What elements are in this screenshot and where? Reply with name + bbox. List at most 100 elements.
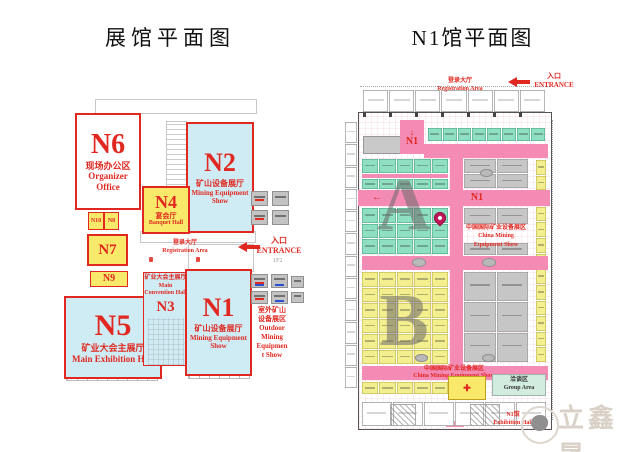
booth-cell <box>345 366 357 388</box>
first-aid-cross-icon: ✚ <box>463 382 471 393</box>
booth-cell <box>536 160 546 175</box>
right-plan-title: N1馆平面图 <box>411 26 534 50</box>
outdoor-booth-block <box>251 210 268 225</box>
booth-cell <box>493 90 519 112</box>
booth-cell <box>487 128 501 141</box>
aisle-hall-id: N1 <box>470 192 484 203</box>
booth-cell <box>379 159 396 173</box>
booth-zone <box>428 128 545 141</box>
hall-n1-id: N1 <box>202 293 235 323</box>
booth-cell <box>536 269 546 284</box>
booth-cell <box>414 334 431 349</box>
hall-n2-name-cn: 矿山设备展厅 <box>196 179 244 189</box>
booth-zone <box>362 402 546 426</box>
booth-zone <box>362 159 448 173</box>
booth-cell <box>362 334 379 349</box>
outdoor-booth-block <box>272 210 289 225</box>
booth-cell <box>414 223 431 239</box>
booth-cell <box>431 318 448 333</box>
booth-cell <box>345 233 357 255</box>
aisle-note: 中国国际矿业设备展区 China Mining Equipment Show <box>413 366 495 379</box>
hall-n6-name-en: Organizer Office <box>88 171 128 192</box>
booth-cell <box>396 179 414 189</box>
table-oval <box>482 258 496 267</box>
outdoor-booth-block <box>251 191 268 206</box>
booth-cell <box>496 174 528 188</box>
booth-cell <box>536 347 546 362</box>
booth-cell <box>379 349 396 364</box>
booth-cell <box>496 208 528 224</box>
booth-cell <box>431 382 448 394</box>
registration-label: 登录大厅 Registration Area <box>437 78 483 92</box>
booth-cell <box>464 243 496 255</box>
booth-cell <box>379 382 396 394</box>
area-code-label: 1F2 <box>273 258 283 264</box>
booth-cell <box>362 179 379 189</box>
booth-zone <box>345 122 357 388</box>
outdoor-booth-block <box>251 291 268 304</box>
booth-cell <box>414 318 431 333</box>
hall-n4: N4 宴会厅 Banquet Hall <box>142 186 190 234</box>
booth-cell <box>396 334 414 349</box>
hall-entry-marker: ↓ N1 <box>400 120 424 154</box>
booth-cell <box>362 272 379 287</box>
booth-cell <box>496 302 528 332</box>
booth-cell <box>396 318 414 333</box>
corridor-sketch <box>95 99 257 114</box>
hall-n5-id: N5 <box>94 309 132 343</box>
booth-cell <box>362 239 379 254</box>
booth-cell <box>464 208 496 224</box>
entrance-label: 入口 ENTRANCE <box>256 236 302 255</box>
booth-cell <box>362 287 379 302</box>
booth-zone <box>362 382 448 394</box>
booth-cell <box>396 287 414 302</box>
booth-cell <box>362 208 379 223</box>
booth-cell <box>485 402 516 426</box>
booth-cell <box>345 277 357 299</box>
stair-mark-icon <box>149 257 153 262</box>
booth-cell <box>396 159 414 173</box>
left-plan-title: 展馆平面图 <box>105 26 235 50</box>
booth-cell <box>536 222 546 238</box>
booth-cell <box>414 287 431 302</box>
center-note: 中国国际矿业设备展区 China Mining Equipment Show <box>465 225 526 248</box>
entrance-arrow-icon <box>508 77 530 87</box>
hall-n9: N9 <box>90 271 128 287</box>
booth-cell <box>431 179 448 189</box>
booth-cell <box>345 144 357 166</box>
booth-cell <box>396 303 414 318</box>
hall-n9-id: N9 <box>102 273 116 284</box>
outdoor-booth-block <box>271 291 288 304</box>
booth-cell <box>496 332 528 362</box>
booth-zone <box>536 160 546 362</box>
booth-cell <box>379 179 396 189</box>
booth-cell <box>423 402 454 426</box>
booth-cell <box>396 239 414 254</box>
booth-cell <box>414 239 431 254</box>
booth-cell <box>345 255 357 277</box>
booth-cell <box>345 344 357 366</box>
booth-cell <box>414 382 431 394</box>
booth-cell <box>345 166 357 188</box>
hall-n1: N1 矿山设备展厅 Mining Equipment Show <box>185 269 252 376</box>
booth-cell <box>392 402 423 426</box>
booth-zone <box>362 272 448 364</box>
hall-n5-name-cn: 矿业大会主展厅 <box>81 343 145 354</box>
booth-zone <box>362 179 448 189</box>
hall-n2-id: N2 <box>204 148 236 178</box>
booth-cell <box>536 175 546 191</box>
watermark-logo-icon <box>521 406 559 444</box>
outdoor-booth-block <box>272 191 289 206</box>
booth-cell <box>519 90 545 112</box>
service-box <box>363 136 403 154</box>
hall-n7-id: N7 <box>98 241 117 258</box>
booth-zone <box>464 208 528 224</box>
aisle-vertical <box>450 144 463 400</box>
booth-cell <box>345 322 357 344</box>
booth-cell <box>396 223 414 239</box>
zone-a-letter: A <box>377 164 431 246</box>
booth-cell <box>379 223 396 239</box>
aisle-arrow-icon: ← <box>372 192 382 203</box>
booth-cell <box>496 243 528 255</box>
booth-cell <box>389 90 415 112</box>
